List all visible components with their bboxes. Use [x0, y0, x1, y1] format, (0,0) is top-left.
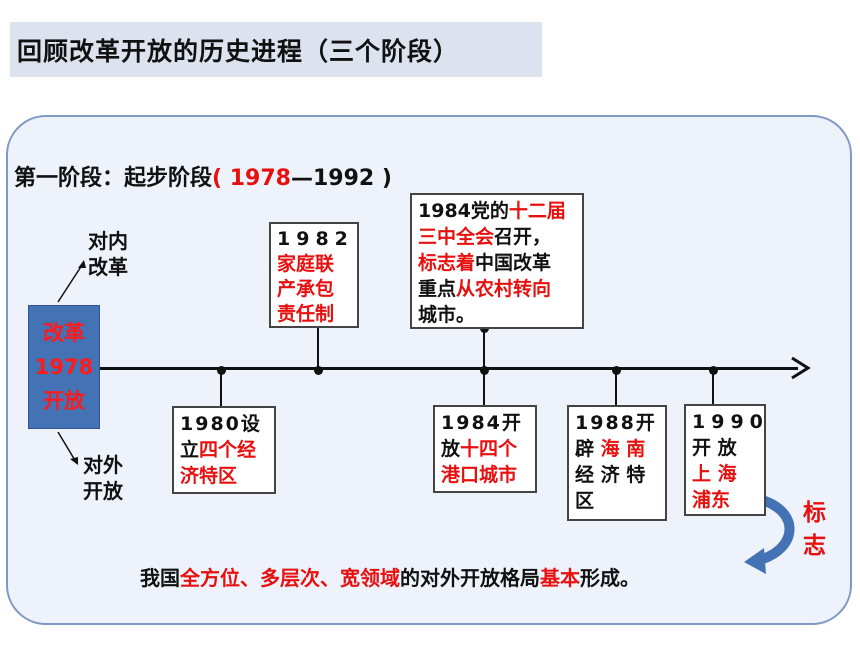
timeline-arrow-icon [791, 356, 811, 380]
page-title: 回顾改革开放的历史进程（三个阶段） [17, 37, 460, 66]
title-bar [10, 22, 542, 77]
event-1988-box: 1988开 辟 海 南 经 济 特 区 [567, 405, 667, 521]
stage-start-year: 1978 [229, 166, 291, 191]
outer-open-label: 对外 开放 [83, 453, 123, 503]
stem-1982 [317, 327, 319, 369]
stem-1988 [615, 370, 617, 406]
event-1984-ports-box: 1984开 放十四个 港口城市 [433, 405, 537, 493]
event-1984-reform-box: 1984党的十二届 三中全会召开， 标志着中国改革 重点从农村转向 城市。 [410, 193, 584, 329]
dot-1990 [709, 366, 718, 375]
event-1980-box: 1980设 立四个经 济特区 [172, 406, 276, 494]
timeline-axis [100, 367, 798, 370]
stage-range-open: ( [212, 166, 230, 191]
stem-1990 [712, 370, 714, 404]
stem-1980 [220, 370, 222, 410]
inner-reform-label: 对内 改革 [88, 229, 128, 279]
event-1982-box: 1982 家庭联 产承包 责任制 [269, 222, 359, 328]
event-1990-box: 1990 开 放 上 海 浦东 [684, 404, 766, 516]
dot-1984 [480, 366, 489, 375]
summary-sentence: 我国全方位、多层次、宽领域的对外开放格局基本形成。 [140, 566, 640, 590]
stage-heading: 第一阶段：起步阶段( 1978—1992 ) [14, 160, 392, 192]
dot-1980 [217, 366, 226, 375]
stage-range-end: —1992 ) [290, 166, 392, 191]
stage-prefix: 第一阶段：起步阶段 [14, 166, 213, 191]
dot-1982 [314, 366, 323, 375]
center-reform-box: 改革 1978 开放 [28, 305, 100, 429]
dot-1988 [612, 366, 621, 375]
sign-label: 标 志 [803, 500, 826, 559]
